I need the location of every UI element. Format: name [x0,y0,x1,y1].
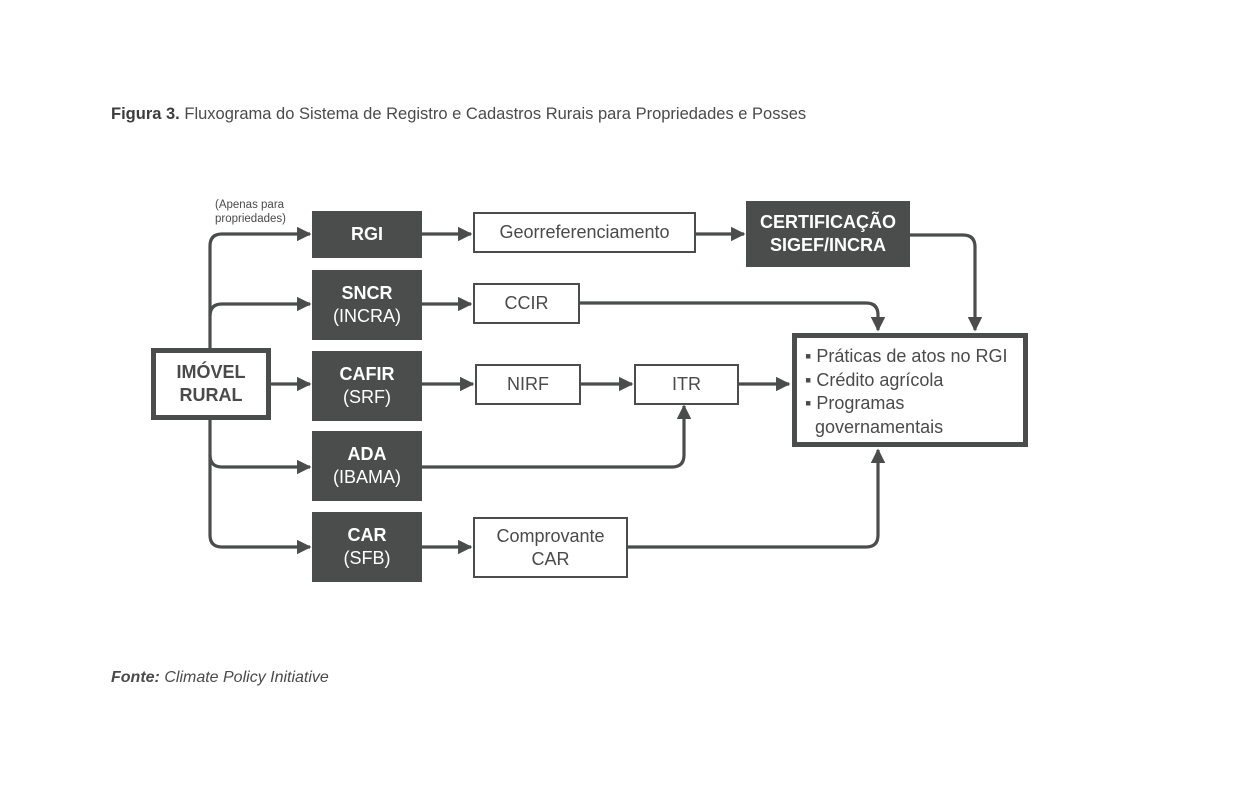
source-label: Fonte: [111,669,160,686]
edge-ada-itr [422,404,692,469]
outcome-item: ▪ Programas [805,393,905,413]
doc-ccir: CCIR [473,283,580,324]
figure-source: Fonte: Climate Policy Initiative [111,669,329,687]
source-text: Climate Policy Initiative [164,669,329,686]
properties-only-note: (Apenas para propriedades) [215,199,286,225]
outcome-item: ▪ Práticas de atos no RGI [805,346,1008,366]
outcomes-box: ▪ Práticas de atos no RGI ▪ Crédito agrí… [792,333,1028,447]
outcome-item: governamentais [805,416,944,437]
origin-imovel-rural: IMÓVEL RURAL [151,348,271,420]
doc-itr: ITR [634,364,739,405]
edge-origin-sncr [208,296,312,317]
figure-caption: Figura 3. Fluxograma do Sistema de Regis… [111,105,806,124]
edge-ccir-outcomes [579,301,886,332]
doc-nirf: NIRF [475,364,581,405]
edge-cert-outcomes [910,233,983,332]
registry-car: CAR (SFB) [312,512,422,582]
edge-origin-car [208,455,312,555]
edge-origin-rgi [208,226,312,350]
doc-comprovante-car: Comprovante CAR [473,517,628,578]
edge-origin-ada [208,418,312,475]
certification-sigef-incra: CERTIFICAÇÃO SIGEF/INCRA [746,201,910,267]
caption-label: Figura 3. [111,105,180,123]
outcome-item: ▪ Crédito agrícola [805,369,944,390]
registry-sncr: SNCR (INCRA) [312,270,422,340]
registry-ada: ADA (IBAMA) [312,431,422,501]
doc-georreferenciamento: Georreferenciamento [473,212,696,253]
caption-text: Fluxograma do Sistema de Registro e Cada… [184,105,807,123]
registry-cafir: CAFIR (SRF) [312,351,422,421]
registry-rgi: RGI [312,211,422,258]
edge-comprovante-outcomes [627,448,886,549]
